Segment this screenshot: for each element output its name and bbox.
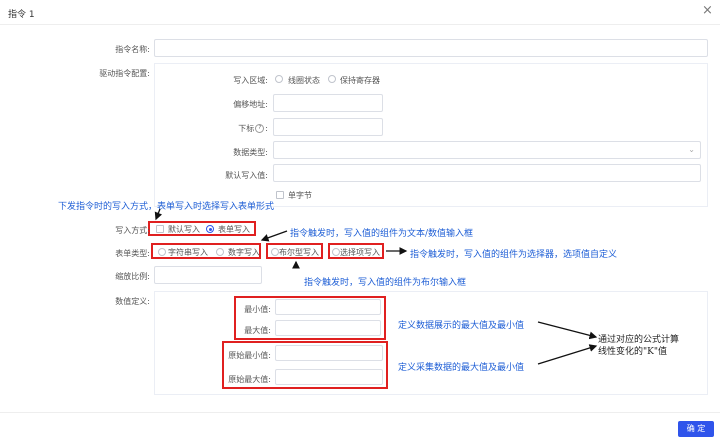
write-mode-annotation: 下发指令时的写入方式，表单写入时选择写入表单形式 — [58, 202, 275, 212]
select-highlight — [328, 243, 384, 259]
raw-min-label: 原始最小值: — [228, 351, 271, 360]
write-area-radio-coil[interactable] — [275, 75, 283, 83]
min-label: 最小值: — [244, 305, 271, 314]
write-area-radio-register[interactable] — [328, 75, 336, 83]
command-name-input[interactable] — [154, 39, 708, 57]
text-number-annotation: 指令触发时，写入值的组件为文本/数值输入框 — [290, 229, 474, 239]
index-label: 下标?: — [238, 124, 268, 133]
confirm-button[interactable]: 确 定 — [678, 421, 714, 437]
driver-config-panel — [154, 63, 708, 207]
max-input[interactable] — [275, 320, 381, 336]
single-byte-label: 单字节 — [288, 191, 312, 200]
data-type-select[interactable]: ⌄ — [273, 141, 701, 159]
form-type-radio-select[interactable] — [332, 248, 340, 256]
write-mode-option-form: 表单写入 — [218, 225, 250, 234]
default-write-input[interactable] — [273, 164, 701, 182]
display-range-annotation: 定义数据展示的最大值及最小值 — [398, 321, 525, 331]
bool-highlight — [266, 243, 323, 259]
form-type-option-select: 选择项写入 — [340, 248, 380, 257]
dialog-footer — [0, 412, 720, 441]
write-mode-highlight — [148, 221, 256, 236]
dialog-title: 指令 1 — [8, 10, 35, 20]
formula-annotation-line2: 线性变化的"K"值 — [598, 347, 668, 357]
formula-annotation: 通过对应的公式计算 线性变化的"K"值 — [598, 334, 679, 358]
default-write-label: 默认写入值: — [225, 171, 268, 180]
display-range-highlight — [234, 296, 386, 340]
confirm-button-label: 确 定 — [686, 424, 706, 433]
formula-annotation-line1: 通过对应的公式计算 — [598, 335, 680, 345]
driver-config-label: 驱动指令配置: — [99, 69, 150, 78]
write-area-option-register: 保持寄存器 — [340, 76, 380, 85]
text-number-highlight — [151, 243, 261, 259]
command-name-label: 指令名称: — [115, 45, 150, 54]
form-type-option-string: 字符串写入 — [168, 248, 208, 257]
write-mode-radio-form[interactable] — [206, 225, 214, 233]
write-area-label: 写入区域: — [233, 76, 268, 85]
scale-label: 缩放比例: — [115, 272, 150, 281]
write-area-option-coil: 线圈状态 — [288, 76, 320, 85]
form-type-option-bool: 布尔型写入 — [279, 248, 319, 257]
raw-max-label: 原始最大值: — [228, 375, 271, 384]
close-icon[interactable]: × — [702, 3, 713, 18]
dialog-header: 指令 1 × — [0, 0, 720, 25]
raw-range-highlight — [222, 341, 388, 389]
form-type-option-number: 数字写入 — [228, 248, 260, 257]
form-type-radio-bool[interactable] — [271, 248, 279, 256]
data-type-label: 数据类型: — [233, 148, 268, 157]
form-type-label: 表单类型: — [115, 249, 150, 258]
bool-annotation: 指令触发时，写入值的组件为布尔输入框 — [304, 278, 467, 288]
select-annotation: 指令触发时，写入值的组件为选择器，选项值自定义 — [410, 250, 618, 260]
write-mode-option-default: 默认写入 — [168, 225, 200, 234]
single-byte-checkbox[interactable] — [276, 191, 284, 199]
form-type-radio-string[interactable] — [158, 248, 166, 256]
arrow-text-number — [260, 230, 288, 242]
index-input[interactable] — [273, 118, 383, 136]
raw-min-input[interactable] — [275, 345, 383, 361]
raw-max-input[interactable] — [275, 369, 383, 385]
chevron-down-icon: ⌄ — [688, 145, 695, 154]
scale-input[interactable] — [154, 266, 262, 284]
value-def-panel — [154, 291, 708, 395]
raw-range-annotation: 定义采集数据的最大值及最小值 — [398, 363, 525, 373]
index-label-text: 下标 — [238, 124, 255, 133]
write-mode-radio-default[interactable] — [156, 225, 164, 233]
value-def-label: 数值定义: — [115, 297, 150, 306]
max-label: 最大值: — [244, 326, 271, 335]
offset-input[interactable] — [273, 94, 383, 112]
form-type-radio-number[interactable] — [216, 248, 224, 256]
help-icon[interactable]: ? — [255, 124, 265, 133]
min-input[interactable] — [275, 299, 381, 315]
write-mode-label: 写入方式: — [115, 226, 150, 235]
offset-label: 偏移地址: — [233, 100, 268, 109]
